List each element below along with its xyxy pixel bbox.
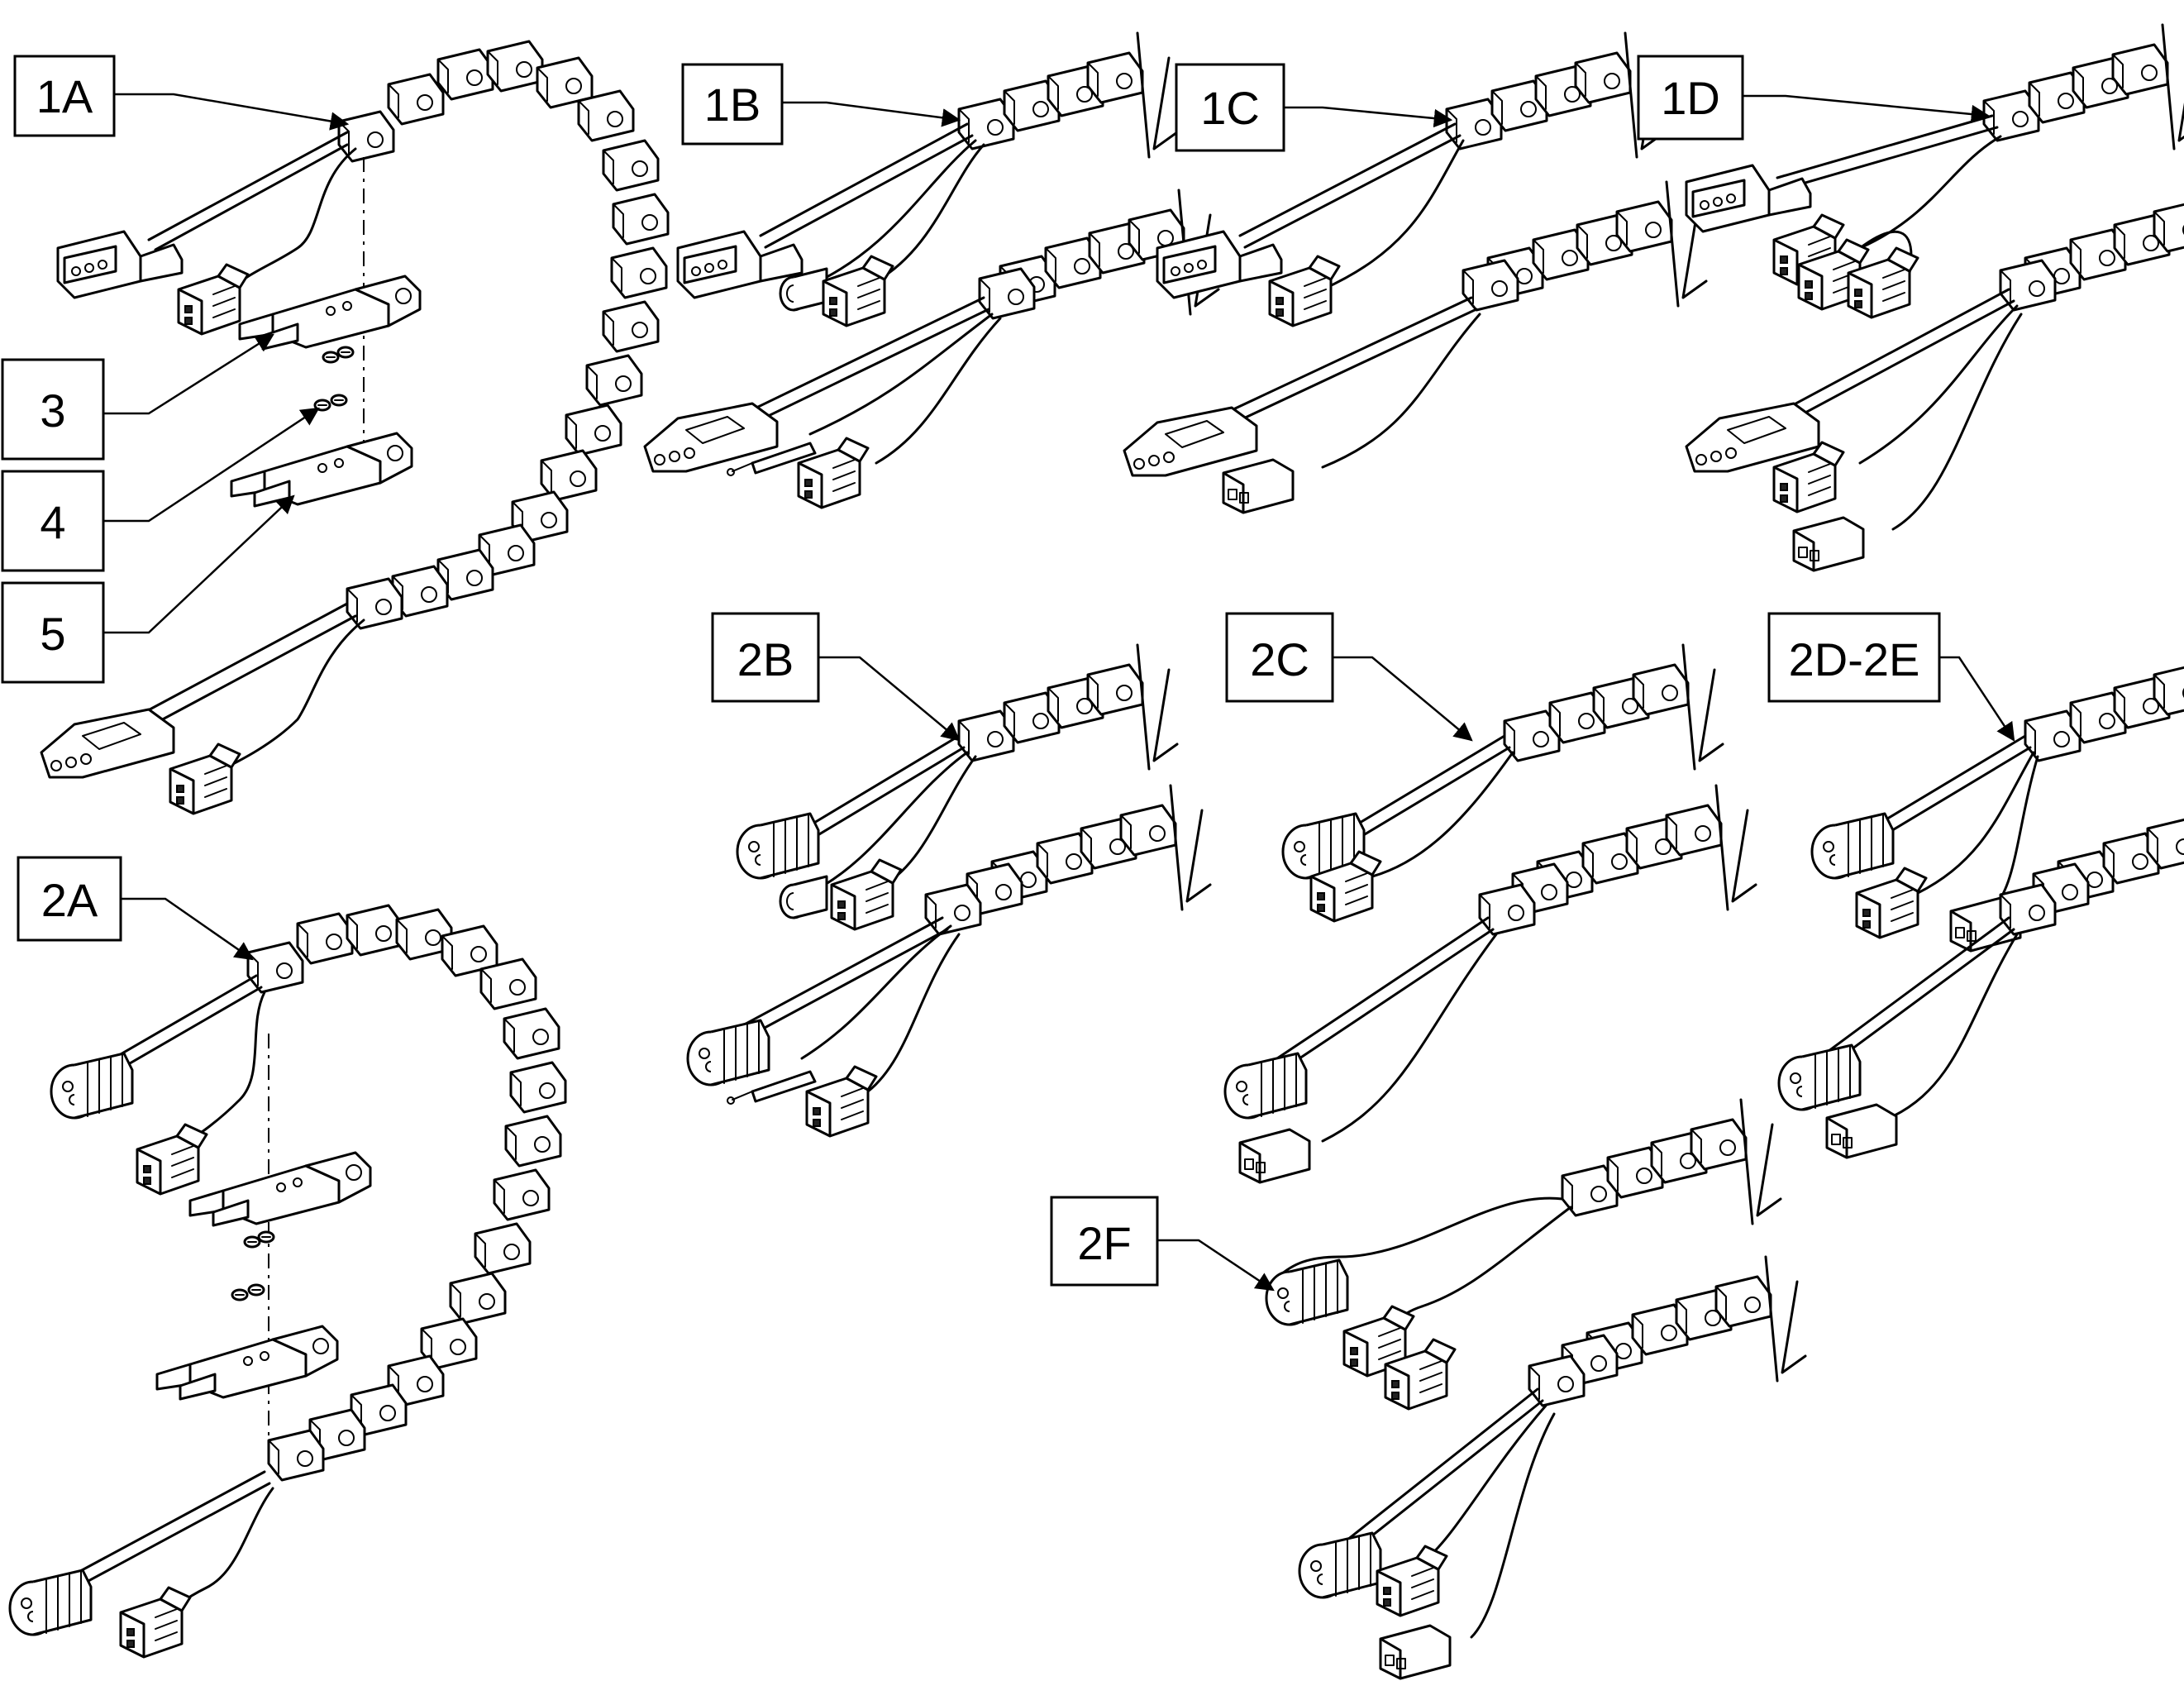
callout-1c: 1C bbox=[1175, 63, 1453, 152]
harness-2a-drawing bbox=[8, 904, 567, 1659]
callout-4: 4 bbox=[1, 407, 320, 572]
harness-1d-drawing bbox=[1685, 25, 2184, 572]
callout-2a: 2A bbox=[17, 856, 254, 961]
callout-3: 3 bbox=[1, 333, 274, 461]
callout-label: 2D-2E bbox=[1789, 633, 1920, 685]
callout-1b: 1B bbox=[681, 63, 961, 146]
callout-label: 2C bbox=[1250, 633, 1309, 685]
harness-2b-drawing bbox=[686, 645, 1210, 1138]
callout-label: 3 bbox=[40, 384, 65, 437]
callout-label: 5 bbox=[40, 608, 65, 660]
callout-label: 4 bbox=[40, 496, 65, 548]
harness-1c-drawing bbox=[1123, 33, 1706, 514]
callout-5: 5 bbox=[1, 494, 295, 684]
callout-2f: 2F bbox=[1050, 1196, 1275, 1292]
callout-1a: 1A bbox=[13, 55, 350, 137]
harness-2c-drawing bbox=[1223, 645, 1756, 1184]
callout-label: 2B bbox=[737, 633, 794, 685]
callout-label: 1C bbox=[1200, 82, 1260, 134]
harness-2f-drawing bbox=[1265, 1100, 1805, 1680]
callout-2b: 2B bbox=[711, 612, 961, 742]
callout-label: 2F bbox=[1077, 1217, 1131, 1269]
harness-2d-2e-drawing bbox=[1777, 645, 2184, 1159]
harness-1b-drawing bbox=[643, 33, 1218, 509]
callout-2c: 2C bbox=[1225, 612, 1473, 742]
callout-label: 1A bbox=[36, 70, 93, 122]
callout-label: 1D bbox=[1661, 72, 1720, 124]
callout-label: 2A bbox=[41, 874, 98, 926]
callout-label: 1B bbox=[704, 79, 761, 131]
harness-1a-drawing bbox=[40, 40, 670, 815]
callout-1d: 1D bbox=[1637, 55, 1991, 141]
callout-2d-2e: 2D-2E bbox=[1767, 612, 2015, 742]
